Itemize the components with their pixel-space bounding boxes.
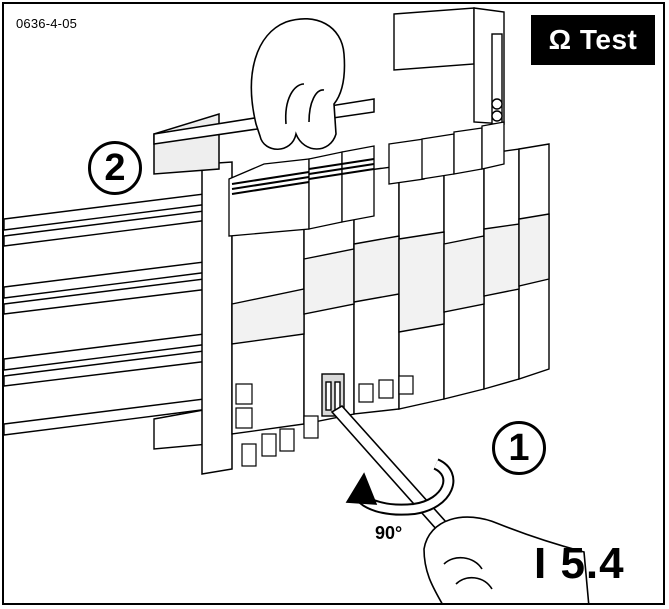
ohm-test-badge: Ω Test <box>531 15 655 65</box>
reference-code: I 5.4 <box>534 539 625 588</box>
fuse-carriers <box>228 121 505 237</box>
step-2-marker: 2 <box>88 141 142 195</box>
terminal-modules <box>231 143 550 435</box>
terminal-block-illustration <box>4 7 590 603</box>
rotation-arrow <box>345 458 455 516</box>
screw-terminals <box>235 375 414 467</box>
upper-hand <box>250 18 346 150</box>
rear-frame <box>393 7 505 125</box>
lower-hand <box>423 516 590 603</box>
step-1-marker: 1 <box>492 421 546 475</box>
din-rails <box>4 193 211 450</box>
test-plug <box>321 373 345 417</box>
figure-id: 0636-4-05 <box>16 16 78 31</box>
carrier-stripes <box>231 158 375 195</box>
rotation-angle-label: 90° <box>375 523 403 543</box>
